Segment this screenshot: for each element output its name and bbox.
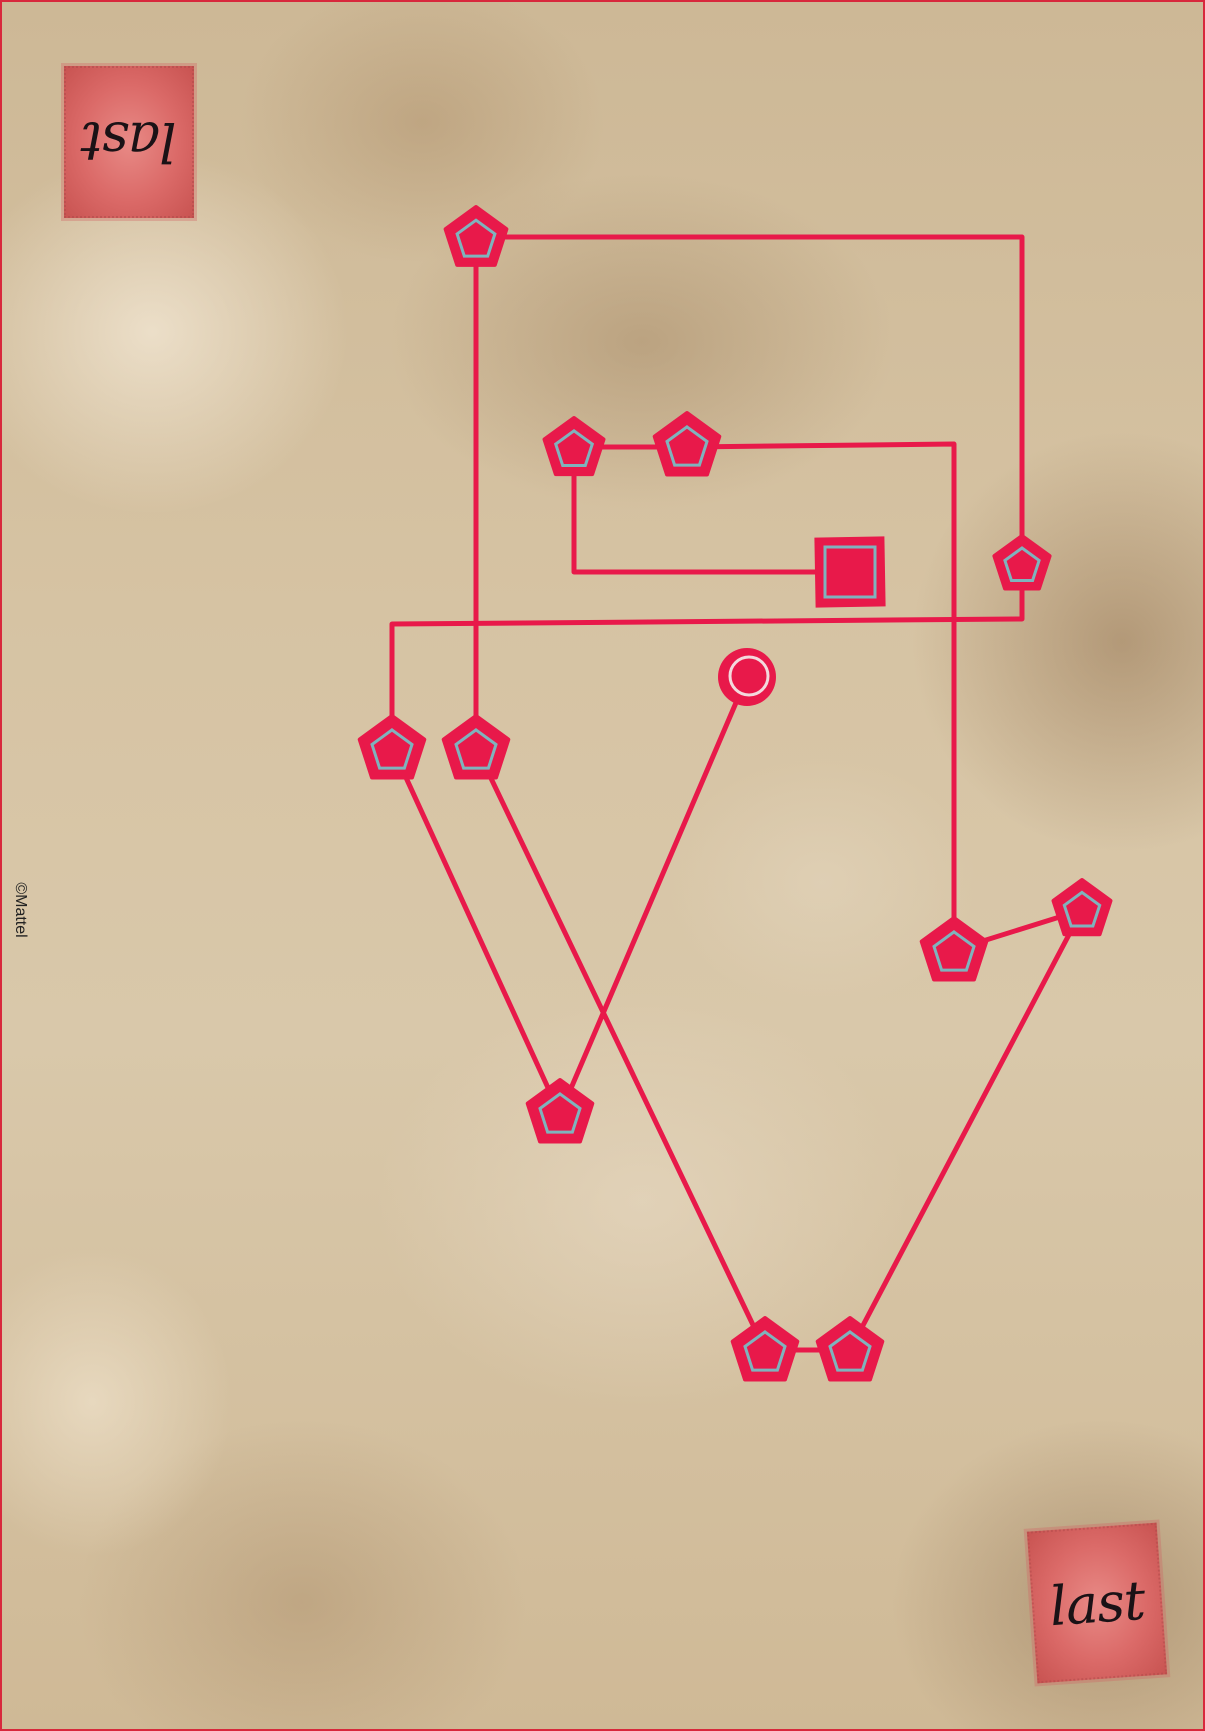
pentagon-node bbox=[528, 1080, 593, 1142]
last-stamp-top: last bbox=[64, 66, 194, 218]
pentagon-node bbox=[444, 716, 509, 778]
pentagon-node bbox=[360, 716, 425, 778]
copyright-text: ©Mattel bbox=[11, 882, 29, 937]
path-segment bbox=[574, 447, 850, 572]
last-stamp-bottom: last bbox=[1027, 1523, 1167, 1684]
path-nodes bbox=[360, 207, 1111, 1380]
pentagon-node bbox=[994, 536, 1049, 589]
path-segment bbox=[476, 237, 1022, 567]
pentagon-node bbox=[922, 918, 987, 980]
path-segment bbox=[392, 747, 560, 1114]
pentagon-node bbox=[733, 1318, 798, 1380]
start-circle-ring bbox=[730, 657, 768, 695]
pentagon-node bbox=[818, 1318, 883, 1380]
path-segment bbox=[476, 747, 765, 1350]
pentagon-node bbox=[1054, 880, 1111, 934]
start-circle-node bbox=[718, 648, 776, 706]
pentagon-node bbox=[545, 418, 604, 474]
path-segment bbox=[392, 567, 1022, 747]
square-node bbox=[814, 536, 885, 607]
stamp-label: last bbox=[82, 111, 177, 174]
stamp-label: last bbox=[1047, 1568, 1146, 1637]
path-lines bbox=[392, 237, 1082, 1350]
pentagon-node bbox=[655, 413, 720, 475]
path-segment bbox=[560, 677, 747, 1114]
pentagon-node bbox=[446, 207, 507, 265]
